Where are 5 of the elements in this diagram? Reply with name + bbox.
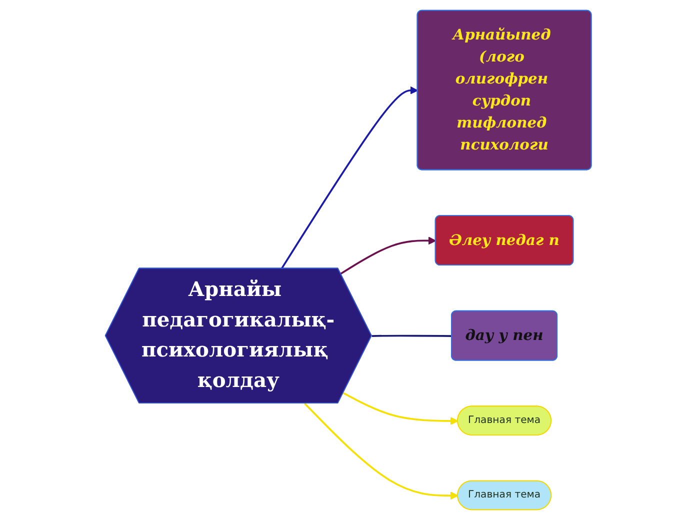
arrow — [340, 236, 436, 275]
arrow — [342, 392, 458, 425]
arrow — [280, 86, 418, 270]
connector — [372, 334, 452, 337]
arrow — [304, 402, 458, 500]
